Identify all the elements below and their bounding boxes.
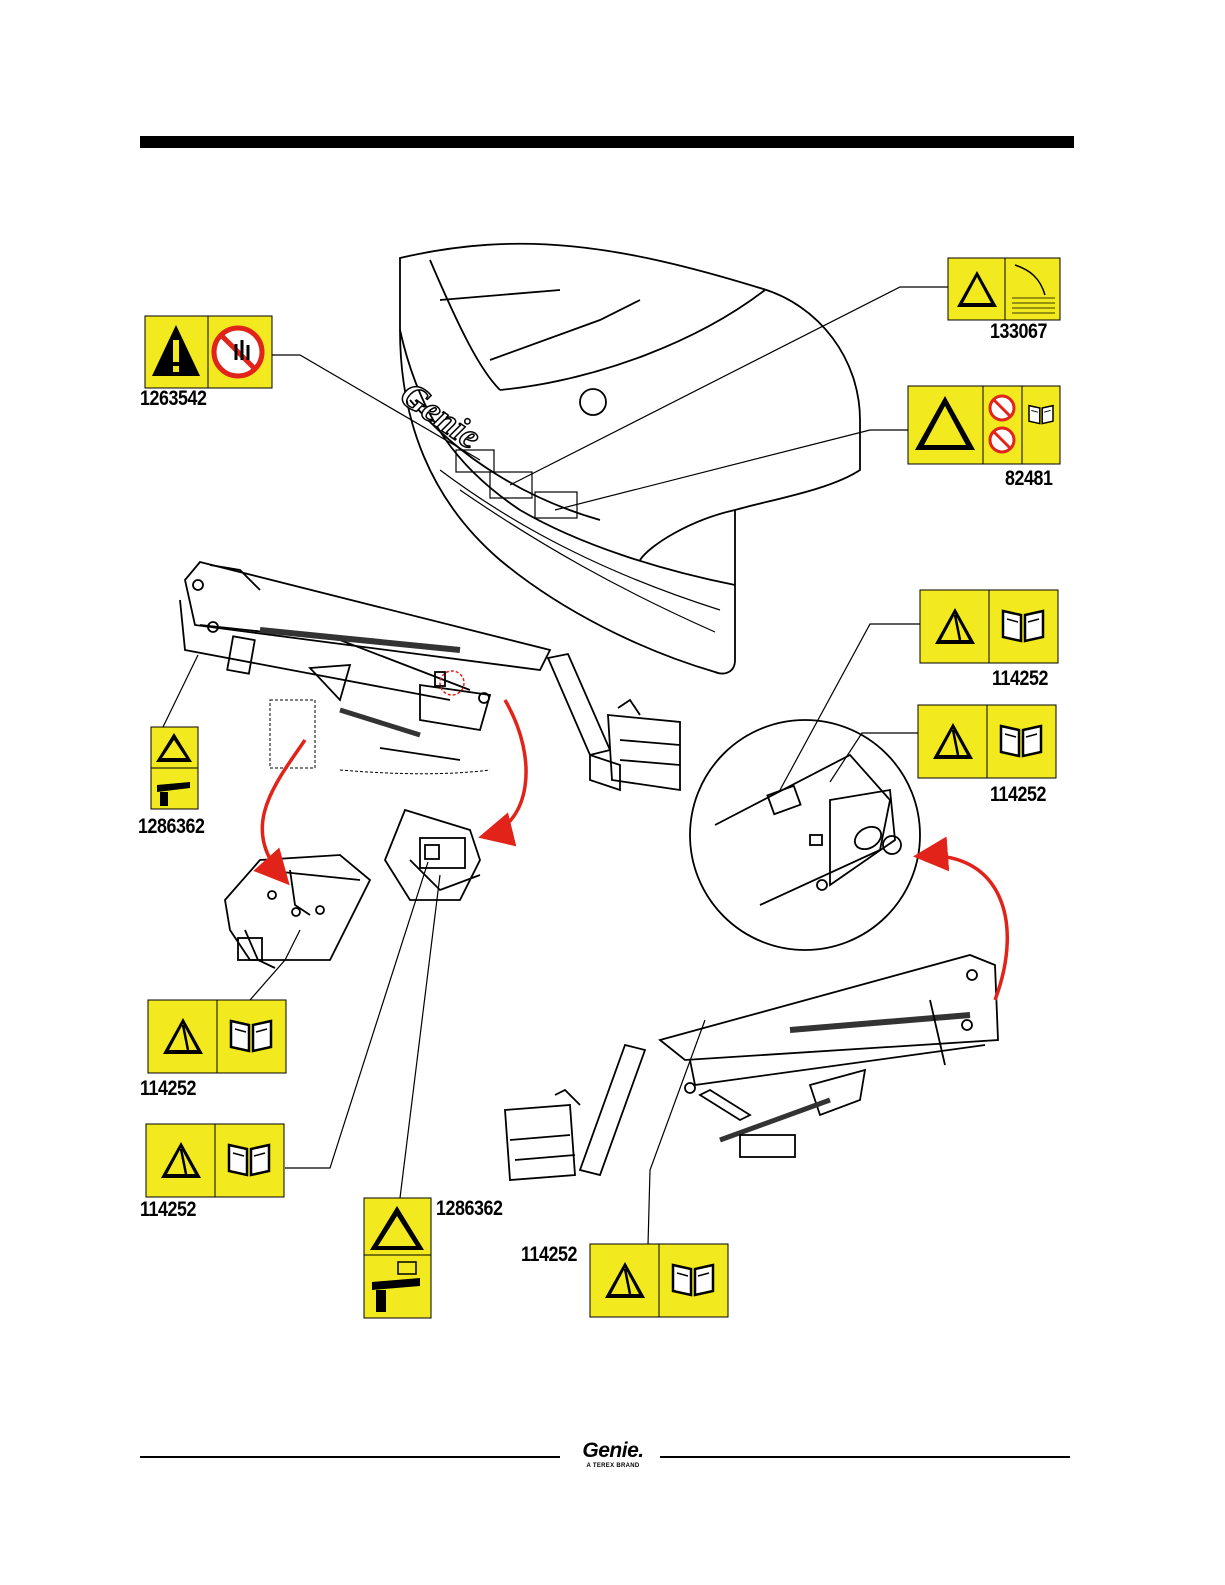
detail-boom-pivot-drawing — [385, 810, 480, 900]
footer-rule-left — [140, 1456, 560, 1458]
decal-number-114252-c: 114252 — [140, 1077, 196, 1101]
decal-82481-image — [908, 386, 1060, 464]
detail-pinch-point-drawing — [225, 855, 370, 968]
decal-1286362-a-image — [151, 727, 198, 809]
decal-114252-e-image — [590, 1244, 728, 1317]
counterweight-drawing — [400, 244, 860, 674]
footer-tagline: A TEREX BRAND — [568, 1462, 658, 1470]
boom-left-drawing — [180, 562, 680, 790]
decal-114252-b-image — [918, 705, 1056, 778]
detail-inset-circle-drawing — [690, 720, 920, 950]
decal-number-114252-d: 114252 — [140, 1198, 196, 1222]
decal-1286362-b-image — [364, 1198, 431, 1318]
decal-number-1286362-b: 1286362 — [436, 1197, 503, 1221]
decal-number-1263542: 1263542 — [140, 387, 207, 411]
footer: Genie. A TEREX BRAND — [140, 1440, 1070, 1480]
decal-number-1286362-a: 1286362 — [138, 815, 205, 839]
boom-right-drawing — [505, 955, 998, 1180]
footer-rule-right — [660, 1456, 1070, 1458]
decal-number-133067: 133067 — [990, 320, 1047, 344]
decal-114252-d-image — [146, 1124, 284, 1197]
decal-133067-image — [948, 258, 1060, 320]
decal-114252-a-image — [920, 590, 1058, 663]
footer-brand: Genie. — [568, 1440, 658, 1462]
footer-logo: Genie. A TEREX BRAND — [568, 1440, 658, 1470]
decal-number-114252-a: 114252 — [992, 667, 1048, 691]
leader-lines-top — [270, 287, 948, 510]
decal-number-114252-e: 114252 — [521, 1243, 577, 1267]
decal-number-114252-b: 114252 — [990, 783, 1046, 807]
red-arrows — [262, 700, 1007, 1000]
decal-1263542-image — [145, 316, 272, 388]
decal-114252-c-image — [148, 1000, 286, 1073]
decal-number-82481: 82481 — [1005, 467, 1053, 491]
genie-machine-logo: Genie — [393, 374, 488, 457]
